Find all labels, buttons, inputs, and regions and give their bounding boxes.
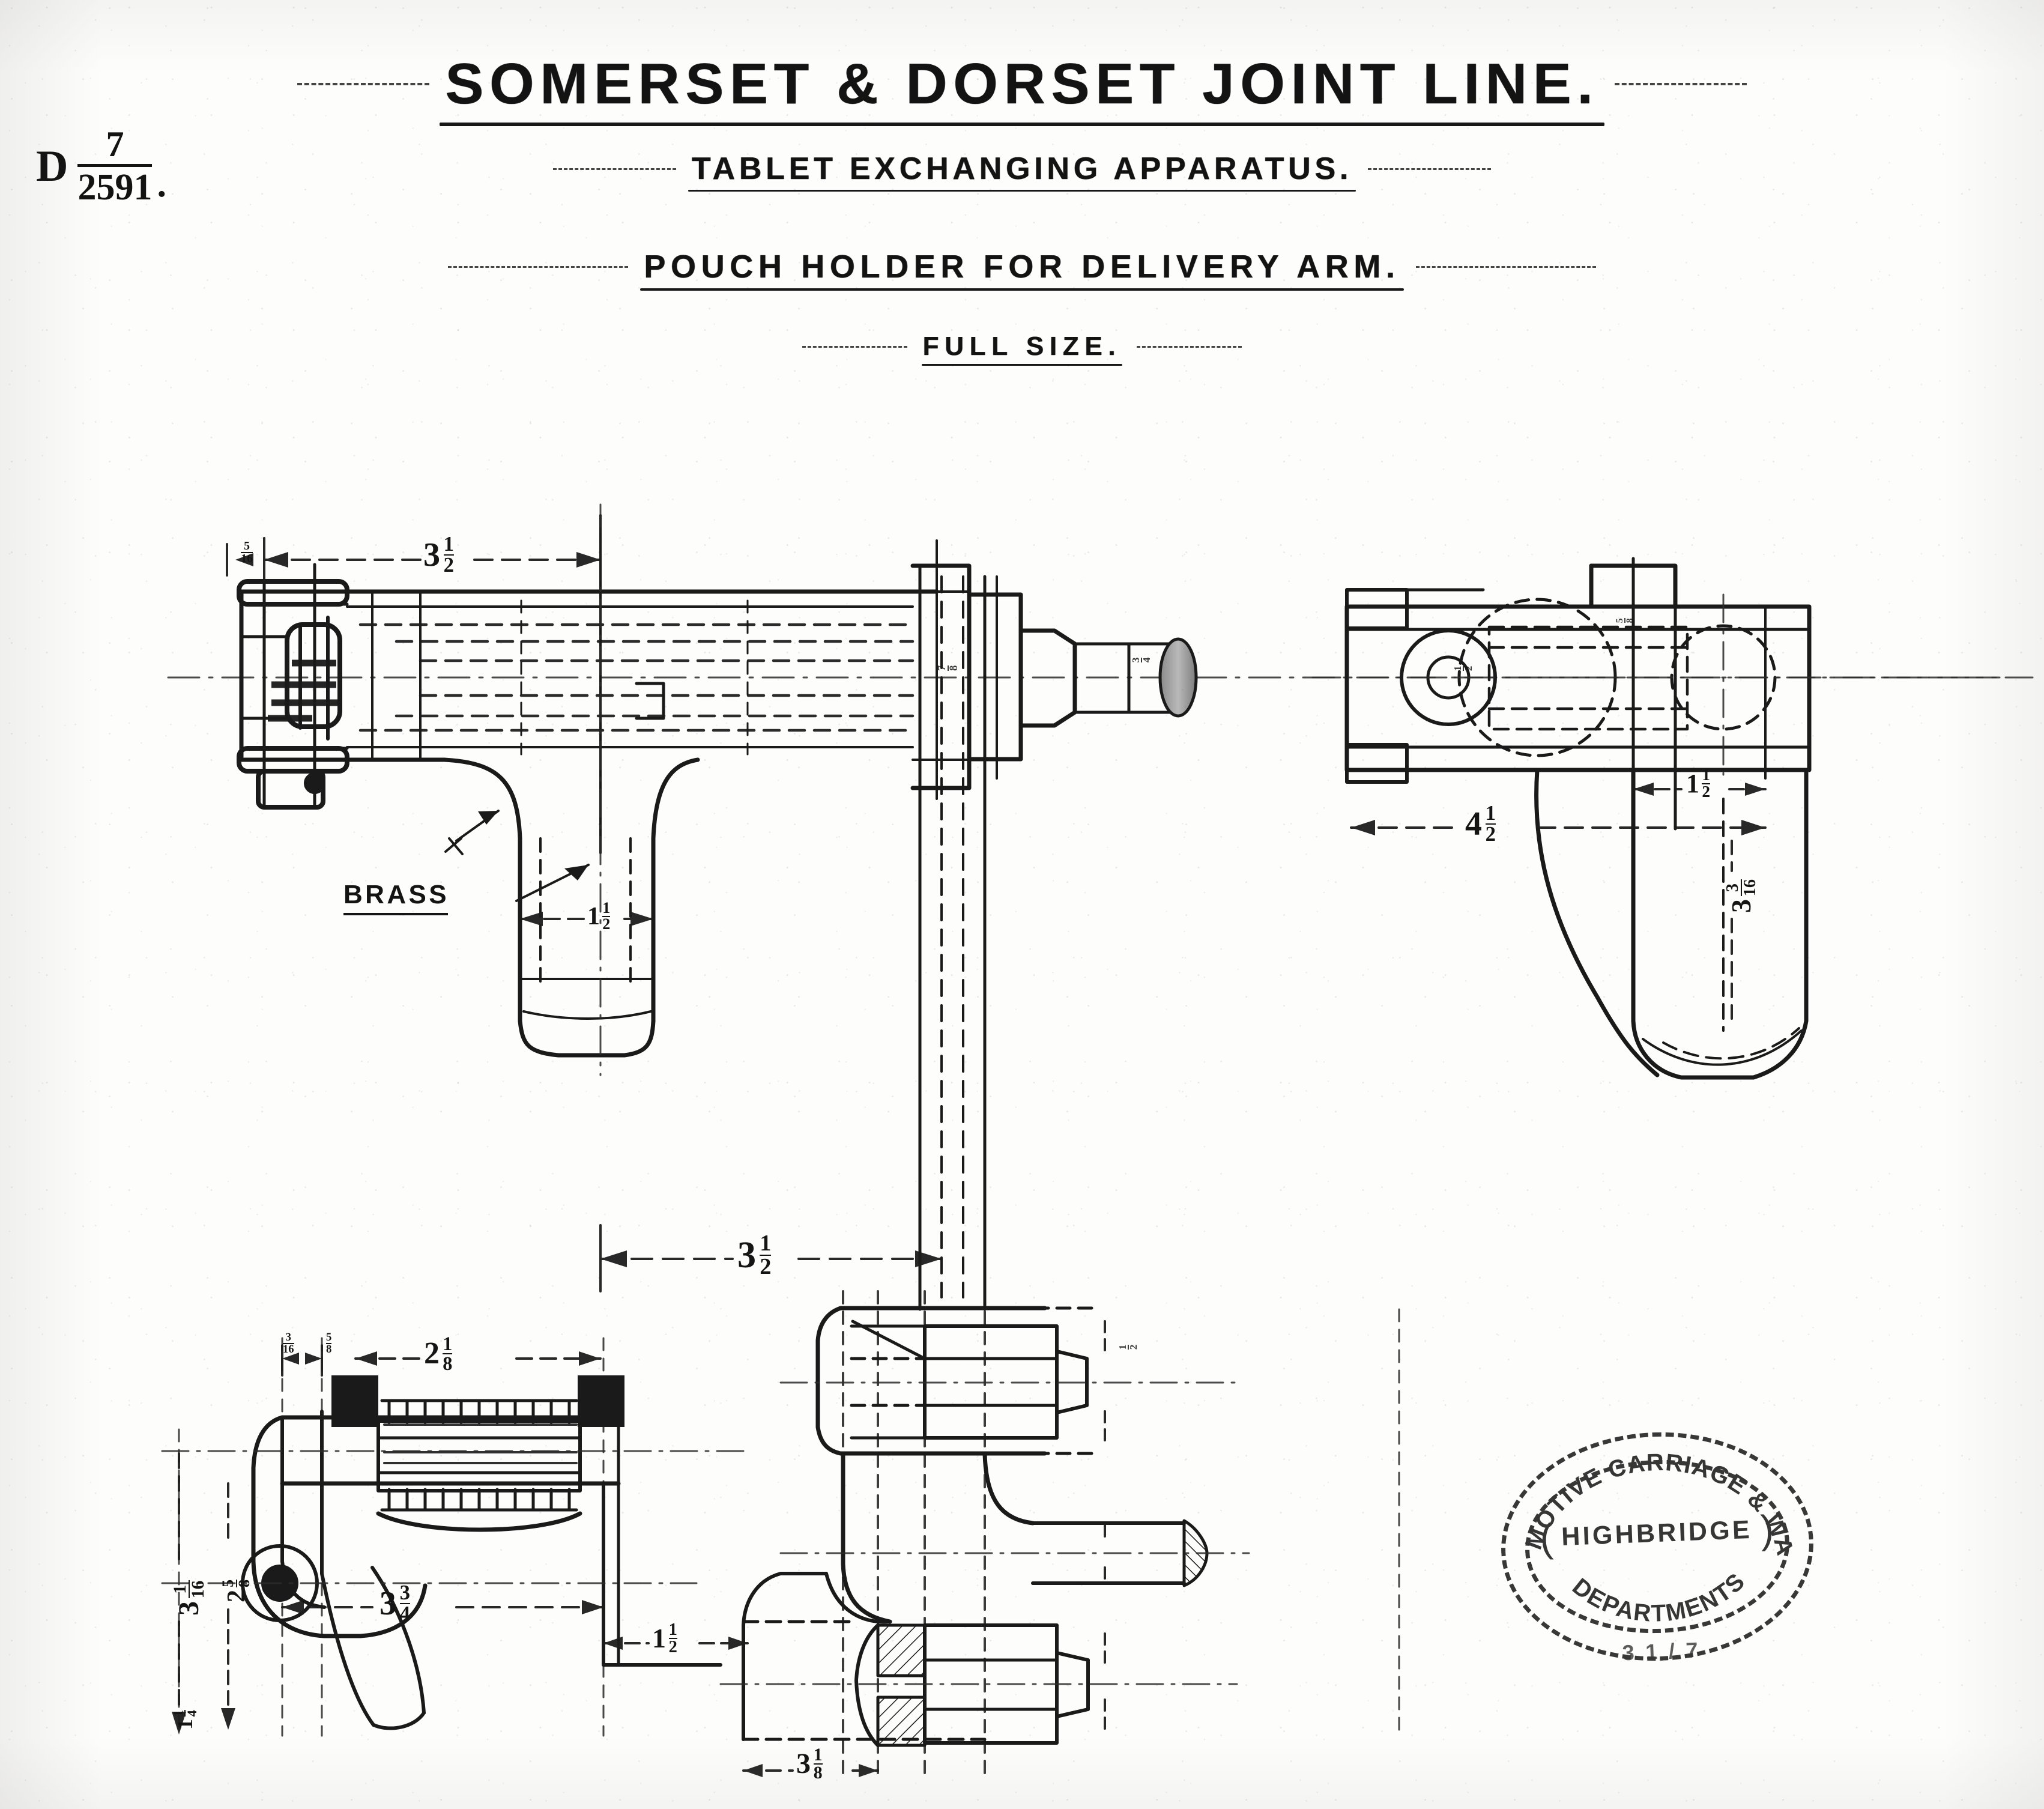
plan-view-left bbox=[237, 503, 1198, 1311]
svg-text:DEPARTMENTS: DEPARTMENTS bbox=[1567, 1567, 1752, 1631]
material-note-brass: BRASS bbox=[343, 880, 450, 915]
drawing-number-fraction: 7 2591 bbox=[77, 124, 153, 208]
subtitle-part-name: POUCH HOLDER FOR DELIVERY ARM. bbox=[640, 249, 1404, 291]
subtitle-rule-right bbox=[1368, 168, 1492, 170]
title-line-3-row: POUCH HOLDER FOR DELIVERY ARM. bbox=[0, 243, 2044, 291]
title-line-2-row: TABLET EXCHANGING APPARATUS. bbox=[0, 147, 2044, 192]
stamp-centre-text: HIGHBRIDGE bbox=[1561, 1515, 1753, 1551]
stamp-centre-row: ( HIGHBRIDGE ) bbox=[1500, 1506, 1813, 1560]
stamp-bottom-text: DEPARTMENTS bbox=[1567, 1567, 1752, 1631]
drawing-number-denominator: 2591 bbox=[77, 167, 153, 208]
drawing-number-bar bbox=[77, 164, 153, 167]
dimension-lines bbox=[172, 527, 1767, 1777]
drawing-number-prefix: D bbox=[36, 141, 68, 191]
title-line-1-row: SOMERSET & DORSET JOINT LINE. bbox=[0, 48, 2044, 127]
stamp-arc-text: LOCOMOTIVE CARRIAGE & WAGON DEPARTMENTS bbox=[1497, 1426, 1799, 1631]
page-title: SOMERSET & DORSET JOINT LINE. bbox=[439, 52, 1605, 127]
stamp-bracket-right: ) bbox=[1759, 1506, 1775, 1552]
drawing-number: D 7 2591 . bbox=[36, 126, 166, 206]
plan-view-right bbox=[1311, 557, 2001, 1080]
stamp-bracket-left: ( bbox=[1539, 1515, 1554, 1560]
title-rule-left bbox=[297, 83, 430, 85]
title-rule-right bbox=[1614, 83, 1747, 85]
section-lower-centre bbox=[719, 1290, 1250, 1779]
title-line-4-row: FULL SIZE. bbox=[0, 327, 2044, 366]
subtitle-rule-left bbox=[552, 168, 676, 170]
part-rule-right bbox=[1415, 265, 1596, 268]
drawing-number-suffix: . bbox=[157, 164, 166, 205]
scale-rule-left bbox=[802, 345, 907, 348]
subtitle-apparatus: TABLET EXCHANGING APPARATUS. bbox=[688, 151, 1356, 192]
scale-note: FULL SIZE. bbox=[922, 332, 1122, 366]
scale-rule-right bbox=[1137, 345, 1242, 348]
drawing-number-numerator: 7 bbox=[106, 124, 124, 164]
part-rule-left bbox=[448, 265, 629, 268]
section-lower-left bbox=[161, 1308, 1400, 1737]
department-stamp: LOCOMOTIVE CARRIAGE & WAGON DEPARTMENTS … bbox=[1496, 1426, 1818, 1667]
